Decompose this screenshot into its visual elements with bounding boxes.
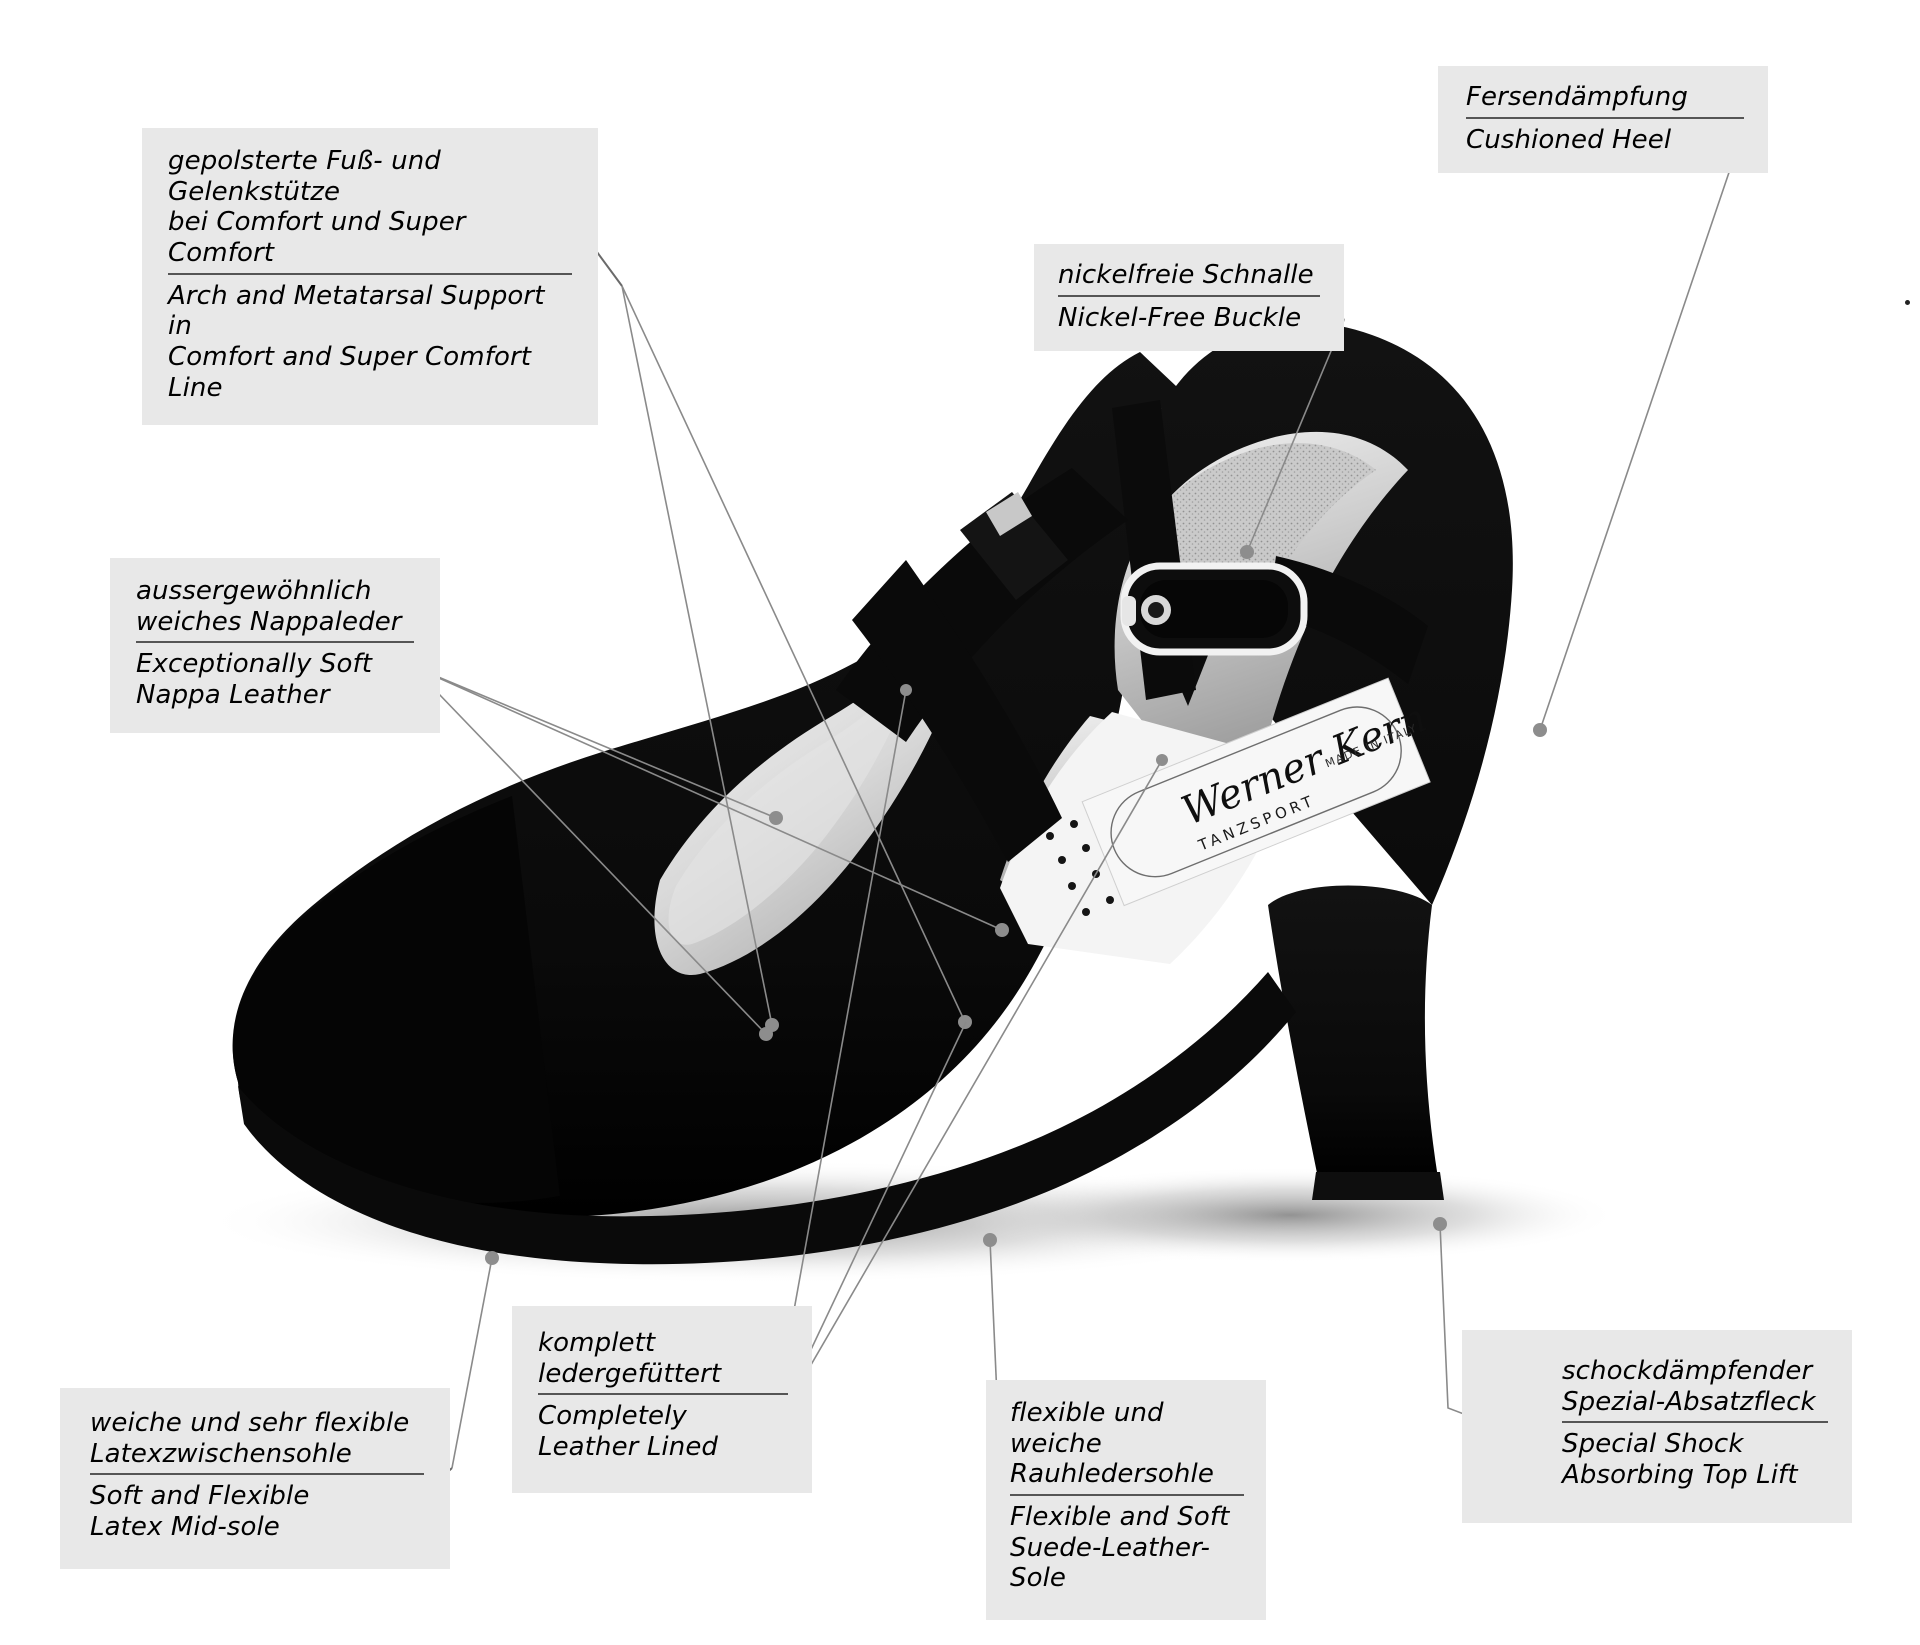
- callout-nickel-free-buckle-de: nickelfreie Schnalle: [1058, 260, 1314, 290]
- callout-nappa-leather[interactable]: aussergewöhnlich weiches Nappaleder Exce…: [110, 558, 440, 733]
- callout-top-lift[interactable]: schockdämpfender Spezial-Absatzfleck Spe…: [1462, 1330, 1852, 1523]
- callout-suede-sole[interactable]: flexible und weiche Rauhledersohle Flexi…: [986, 1380, 1266, 1621]
- callout-latex-midsole-de: weiche und sehr flexible Latexzwischenso…: [90, 1408, 410, 1469]
- callout-suede-sole-en: Flexible and Soft Suede-Leather-Sole: [1010, 1502, 1230, 1594]
- callout-leather-lined[interactable]: komplett ledergefüttert Completely Leath…: [512, 1306, 812, 1493]
- callout-nickel-free-buckle-en: Nickel-Free Buckle: [1058, 302, 1302, 333]
- callout-divider: [538, 1393, 788, 1396]
- heel-top-lift: [1312, 1172, 1444, 1200]
- callout-leather-lined-de: komplett ledergefüttert: [538, 1328, 722, 1389]
- callout-top-lift-de: schockdämpfender Spezial-Absatzfleck: [1562, 1356, 1816, 1417]
- callout-arch-support[interactable]: gepolsterte Fuß- und Gelenkstütze bei Co…: [142, 128, 598, 426]
- callout-top-lift-en: Special Shock Absorbing Top Lift: [1562, 1429, 1798, 1491]
- callout-divider: [90, 1473, 424, 1476]
- callout-cushioned-heel-en: Cushioned Heel: [1466, 124, 1672, 155]
- callout-cushioned-heel[interactable]: Fersendämpfung Cushioned Heel: [1438, 66, 1768, 174]
- callout-nappa-leather-en: Exceptionally Soft Nappa Leather: [136, 649, 373, 711]
- callout-divider: [1466, 116, 1744, 119]
- page-speck: [1905, 300, 1910, 305]
- callout-divider: [136, 641, 414, 644]
- callout-latex-midsole[interactable]: weiche und sehr flexible Latexzwischenso…: [60, 1388, 450, 1569]
- callout-divider: [168, 272, 572, 275]
- callout-divider: [1562, 1421, 1828, 1424]
- callout-latex-midsole-en: Soft and Flexible Latex Mid-sole: [90, 1481, 310, 1543]
- callout-arch-support-de: gepolsterte Fuß- und Gelenkstütze bei Co…: [168, 146, 466, 269]
- shoe-buckle: [1120, 562, 1308, 656]
- callout-arch-support-en: Arch and Metatarsal Support in Comfort a…: [168, 280, 545, 403]
- callout-cushioned-heel-de: Fersendämpfung: [1466, 82, 1688, 112]
- callout-divider: [1058, 294, 1320, 297]
- shoe-heel: [1268, 885, 1444, 1200]
- callout-divider: [1010, 1494, 1244, 1497]
- callout-leather-lined-en: Completely Leather Lined: [538, 1401, 719, 1463]
- callout-nickel-free-buckle[interactable]: nickelfreie Schnalle Nickel-Free Buckle: [1034, 244, 1344, 352]
- callout-suede-sole-de: flexible und weiche Rauhledersohle: [1010, 1398, 1214, 1490]
- callout-nappa-leather-de: aussergewöhnlich weiches Nappaleder: [136, 576, 402, 637]
